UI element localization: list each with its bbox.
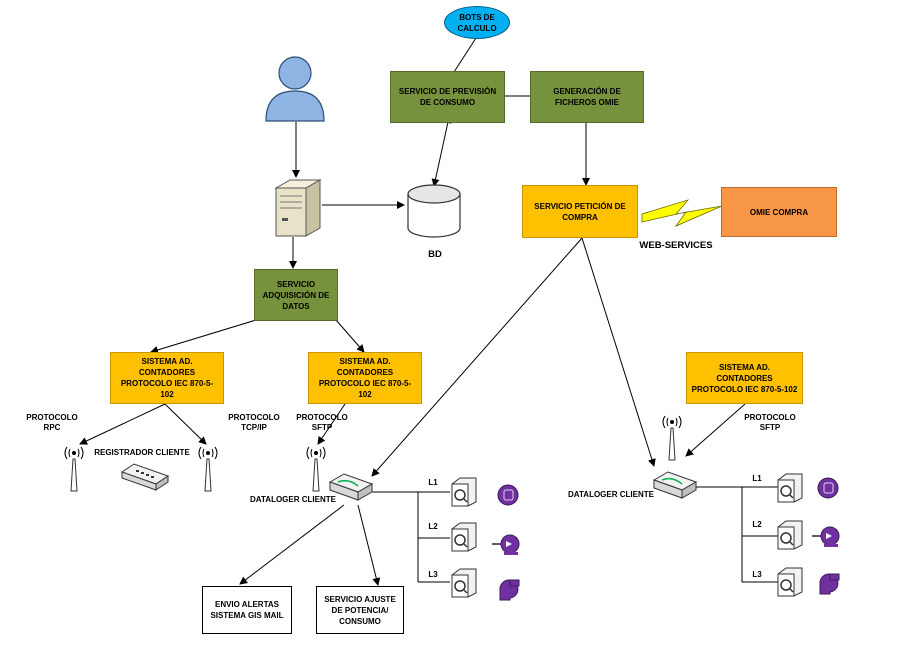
link-sistema-right-antenna (685, 403, 746, 457)
sistema-right-label: SISTEMA AD. CONTADORES PROTOCOLO IEC 870… (691, 362, 798, 394)
datalogger-right-label: DATALOGER CLIENTE (568, 490, 654, 499)
line-label-l1: L1 (752, 474, 762, 483)
server-icon (274, 179, 322, 237)
prevision-consumo-node: SERVICIO DE PREVISIÓN DE CONSUMO (390, 71, 505, 123)
database-icon (407, 184, 461, 238)
link-sistema-mid-antenna (317, 403, 346, 445)
fan-icon (819, 573, 840, 595)
meter-icon (451, 522, 477, 552)
motor-icon (497, 484, 519, 506)
datalogger-router-icon (652, 471, 698, 499)
bd-label: BD (428, 249, 442, 260)
generacion-ficheros-node: GENERACIÓN DE FICHEROS OMIE (530, 71, 644, 123)
antenna-icon (662, 415, 682, 461)
ajuste-potencia-node: SERVICIO AJUSTE DE POTENCIA/ CONSUMO (316, 586, 404, 634)
pump-icon (492, 534, 520, 555)
switch-icon (120, 463, 170, 491)
envio-alertas-node: ENVIO ALERTAS SISTEMA GIS MAIL (202, 586, 292, 634)
bus-right (696, 486, 778, 583)
datalogger-router-icon (328, 473, 374, 501)
adquisicion-datos-node: SERVICIO ADQUISICIÓN DE DATOS (254, 269, 338, 321)
line-label-l3: L3 (752, 570, 762, 579)
antenna-icon (306, 446, 326, 492)
sistema-mid-label: SISTEMA AD. CONTADORES PROTOCOLO IEC 870… (318, 357, 412, 399)
user-icon (265, 56, 325, 122)
link-sistema-left-antenna1 (79, 403, 166, 445)
bus-mid (372, 491, 450, 583)
meter-icon (451, 568, 477, 598)
generacion-label: GENERACIÓN DE FICHEROS OMIE (553, 87, 621, 107)
meter-icon (451, 477, 477, 507)
line-label-l2: L2 (752, 520, 762, 529)
adquisicion-label: SERVICIO ADQUISICIÓN DE DATOS (262, 279, 330, 311)
motor-icon (817, 477, 839, 499)
fan-icon (499, 579, 520, 601)
antenna-icon (64, 446, 84, 492)
link-sistema-left-antenna2 (164, 403, 207, 445)
link-datalogger-envio (239, 504, 345, 585)
envio-label: ENVIO ALERTAS SISTEMA GIS MAIL (210, 600, 284, 620)
lightning-icon (641, 199, 723, 227)
link-bots-prevision (453, 37, 477, 73)
sistema-contadores-mid-node: SISTEMA AD. CONTADORES PROTOCOLO IEC 870… (308, 352, 422, 404)
pump-icon (812, 526, 840, 547)
bots-label: BOTS DE CALCULO (457, 12, 497, 33)
antenna-icon (198, 446, 218, 492)
meter-icon (777, 473, 803, 503)
registrador-cliente-label: REGISTRADOR CLIENTE (94, 448, 190, 457)
peticion-compra-node: SERVICIO PETICIÓN DE COMPRA (522, 185, 638, 238)
ajuste-label: SERVICIO AJUSTE DE POTENCIA/ CONSUMO (324, 594, 396, 626)
meter-icon (777, 520, 803, 550)
line-label-l2: L2 (428, 522, 438, 531)
link-adquisicion-sistema-left (150, 319, 257, 354)
line-label-l3: L3 (428, 570, 438, 579)
protocolo-tcp-label: PROTOCOLO TCP/IP (228, 413, 280, 432)
omie-label: OMIE COMPRA (749, 207, 809, 217)
line-label-l1: L1 (428, 478, 438, 487)
sistema-left-label: SISTEMA AD. CONTADORES PROTOCOLO IEC 870… (120, 357, 214, 399)
meter-icon (777, 567, 803, 597)
omie-compra-node: OMIE COMPRA (721, 187, 837, 237)
sistema-contadores-left-node: SISTEMA AD. CONTADORES PROTOCOLO IEC 870… (110, 352, 224, 404)
web-services-label: WEB-SERVICES (639, 240, 713, 251)
link-datalogger-ajuste (357, 504, 381, 586)
datalogger-mid-label: DATALOGER CLIENTE (250, 495, 336, 504)
prevision-label: SERVICIO DE PREVISIÓN DE CONSUMO (398, 87, 497, 107)
link-peticion-datalogger-mid (371, 237, 583, 477)
link-prevision-bd (431, 115, 452, 187)
link-peticion-datalogger-right (581, 237, 656, 467)
bots-de-calculo-node: BOTS DE CALCULO (444, 6, 510, 39)
protocolo-sftp-right-label: PROTOCOLO SFTP (744, 413, 796, 432)
sistema-contadores-right-node: SISTEMA AD. CONTADORES PROTOCOLO IEC 870… (686, 352, 803, 404)
peticion-label: SERVICIO PETICIÓN DE COMPRA (534, 201, 626, 222)
link-adquisicion-sistema-mid (335, 319, 365, 353)
protocolo-sftp-mid-label: PROTOCOLO SFTP (296, 413, 348, 432)
protocolo-rpc-label: PROTOCOLO RPC (26, 413, 78, 432)
